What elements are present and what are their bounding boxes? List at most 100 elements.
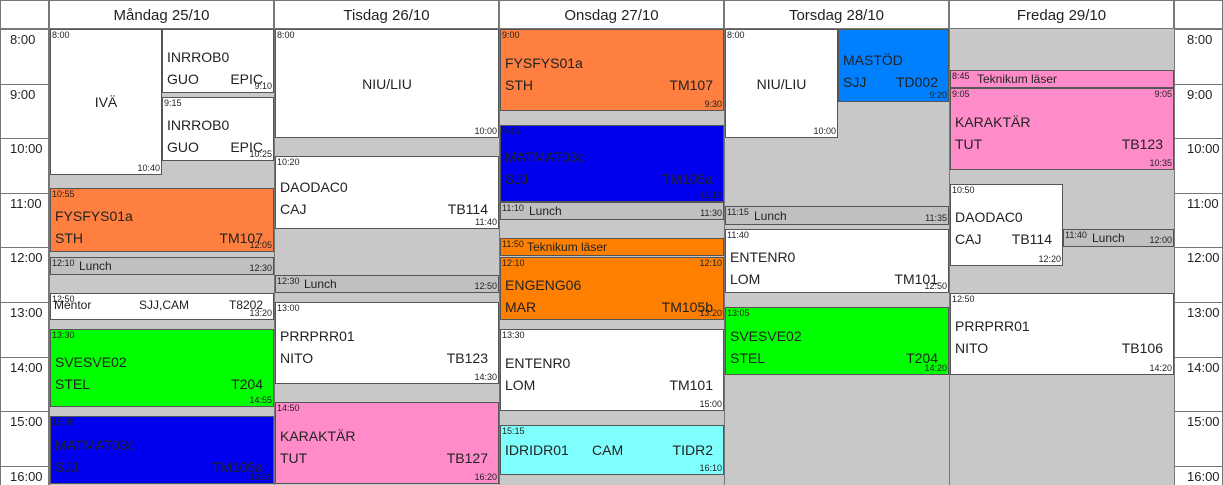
event-text: Lunch [304, 276, 337, 291]
event-text: TB127 [446, 449, 488, 466]
hour-label: 13:00 [10, 305, 43, 320]
start-time: 11:10 [502, 202, 524, 213]
event-text: Teknikum läser [977, 72, 1058, 87]
end-time: 13:20 [249, 308, 272, 319]
day-header[interactable]: Fredag 29/10 [949, 0, 1174, 29]
event-text: CAJ [280, 201, 307, 218]
event-text: TM105a [211, 459, 263, 476]
start-time: 10:55 [52, 189, 75, 200]
hour-line [1174, 138, 1223, 140]
event-text: PRRPRR01 [955, 318, 1030, 335]
event-text: Lunch [529, 203, 562, 218]
start-time: 13:30 [52, 330, 75, 341]
event-text: TM107 [219, 230, 263, 247]
event-text: DAODAC0 [955, 209, 1023, 226]
start-time: 13:05 [727, 307, 750, 318]
start-time: 13:30 [502, 330, 525, 341]
end-time: 10:25 [249, 148, 272, 159]
hour-line [0, 192, 49, 194]
event-text: SJJ [505, 170, 529, 187]
day-header[interactable]: Tisdag 26/10 [274, 0, 499, 29]
event-text: CAM [592, 441, 624, 458]
event-text: SJJ,CAM [139, 297, 190, 312]
hour-line [1174, 83, 1223, 85]
event-text: TB123 [446, 349, 488, 366]
start-time: 10:50 [952, 184, 975, 195]
event-text: DAODAC0 [280, 179, 348, 196]
event-text: Lunch [754, 208, 787, 223]
event-text: TM105b [661, 298, 713, 315]
end-time: 12:50 [474, 280, 497, 291]
end-time: 14:20 [924, 362, 947, 373]
event-text: LOM [505, 376, 536, 393]
start-time: 11:50 [502, 239, 524, 250]
event-text: STH [55, 230, 83, 247]
event-text: KARAKTÄR [955, 113, 1031, 130]
hour-label: 8:00 [10, 32, 36, 47]
start-time: 12:10 [502, 257, 525, 268]
event-text: TD002 [895, 73, 938, 90]
day-header[interactable]: Onsdag 27/10 [499, 0, 724, 29]
end-time: 10:00 [813, 126, 836, 137]
hour-label: 15:00 [10, 414, 43, 430]
hour-label: 15:00 [1187, 414, 1220, 430]
event-text: Lunch [1092, 231, 1125, 246]
event-text: TM101 [894, 271, 938, 288]
event-text: TUT [280, 449, 308, 466]
event-text: SVESVE02 [730, 328, 802, 345]
hour-line [1174, 247, 1223, 249]
event-text: ENTENR0 [730, 249, 796, 266]
event-text: TIDR2 [672, 441, 713, 458]
hour-label: 11:00 [1187, 195, 1219, 211]
start-time: 12:50 [952, 293, 975, 304]
day-header[interactable]: Torsdag 28/10 [724, 0, 949, 29]
hour-label: 12:00 [1187, 250, 1220, 266]
event-text: MAR [505, 298, 537, 315]
event-text: MATMAT03c [505, 148, 585, 165]
event-text: Teknikum läser [527, 240, 608, 255]
event-text: INRROB0 [167, 117, 230, 134]
hour-label: 12:00 [10, 250, 43, 266]
day-header[interactable]: Måndag 25/10 [49, 0, 274, 29]
end-time: 11:35 [925, 212, 947, 223]
event-text: SJJ [55, 459, 79, 476]
hour-label: 16:00 [10, 468, 43, 484]
event-text: MATMAT03c [55, 437, 135, 454]
start-time: 8:00 [727, 30, 745, 40]
hour-label: 14:00 [1187, 359, 1220, 375]
hour-line [1174, 29, 1223, 30]
start-time: 12:10 [52, 257, 75, 268]
left-time-gutter [0, 29, 49, 485]
event-text: NITO [955, 340, 989, 357]
